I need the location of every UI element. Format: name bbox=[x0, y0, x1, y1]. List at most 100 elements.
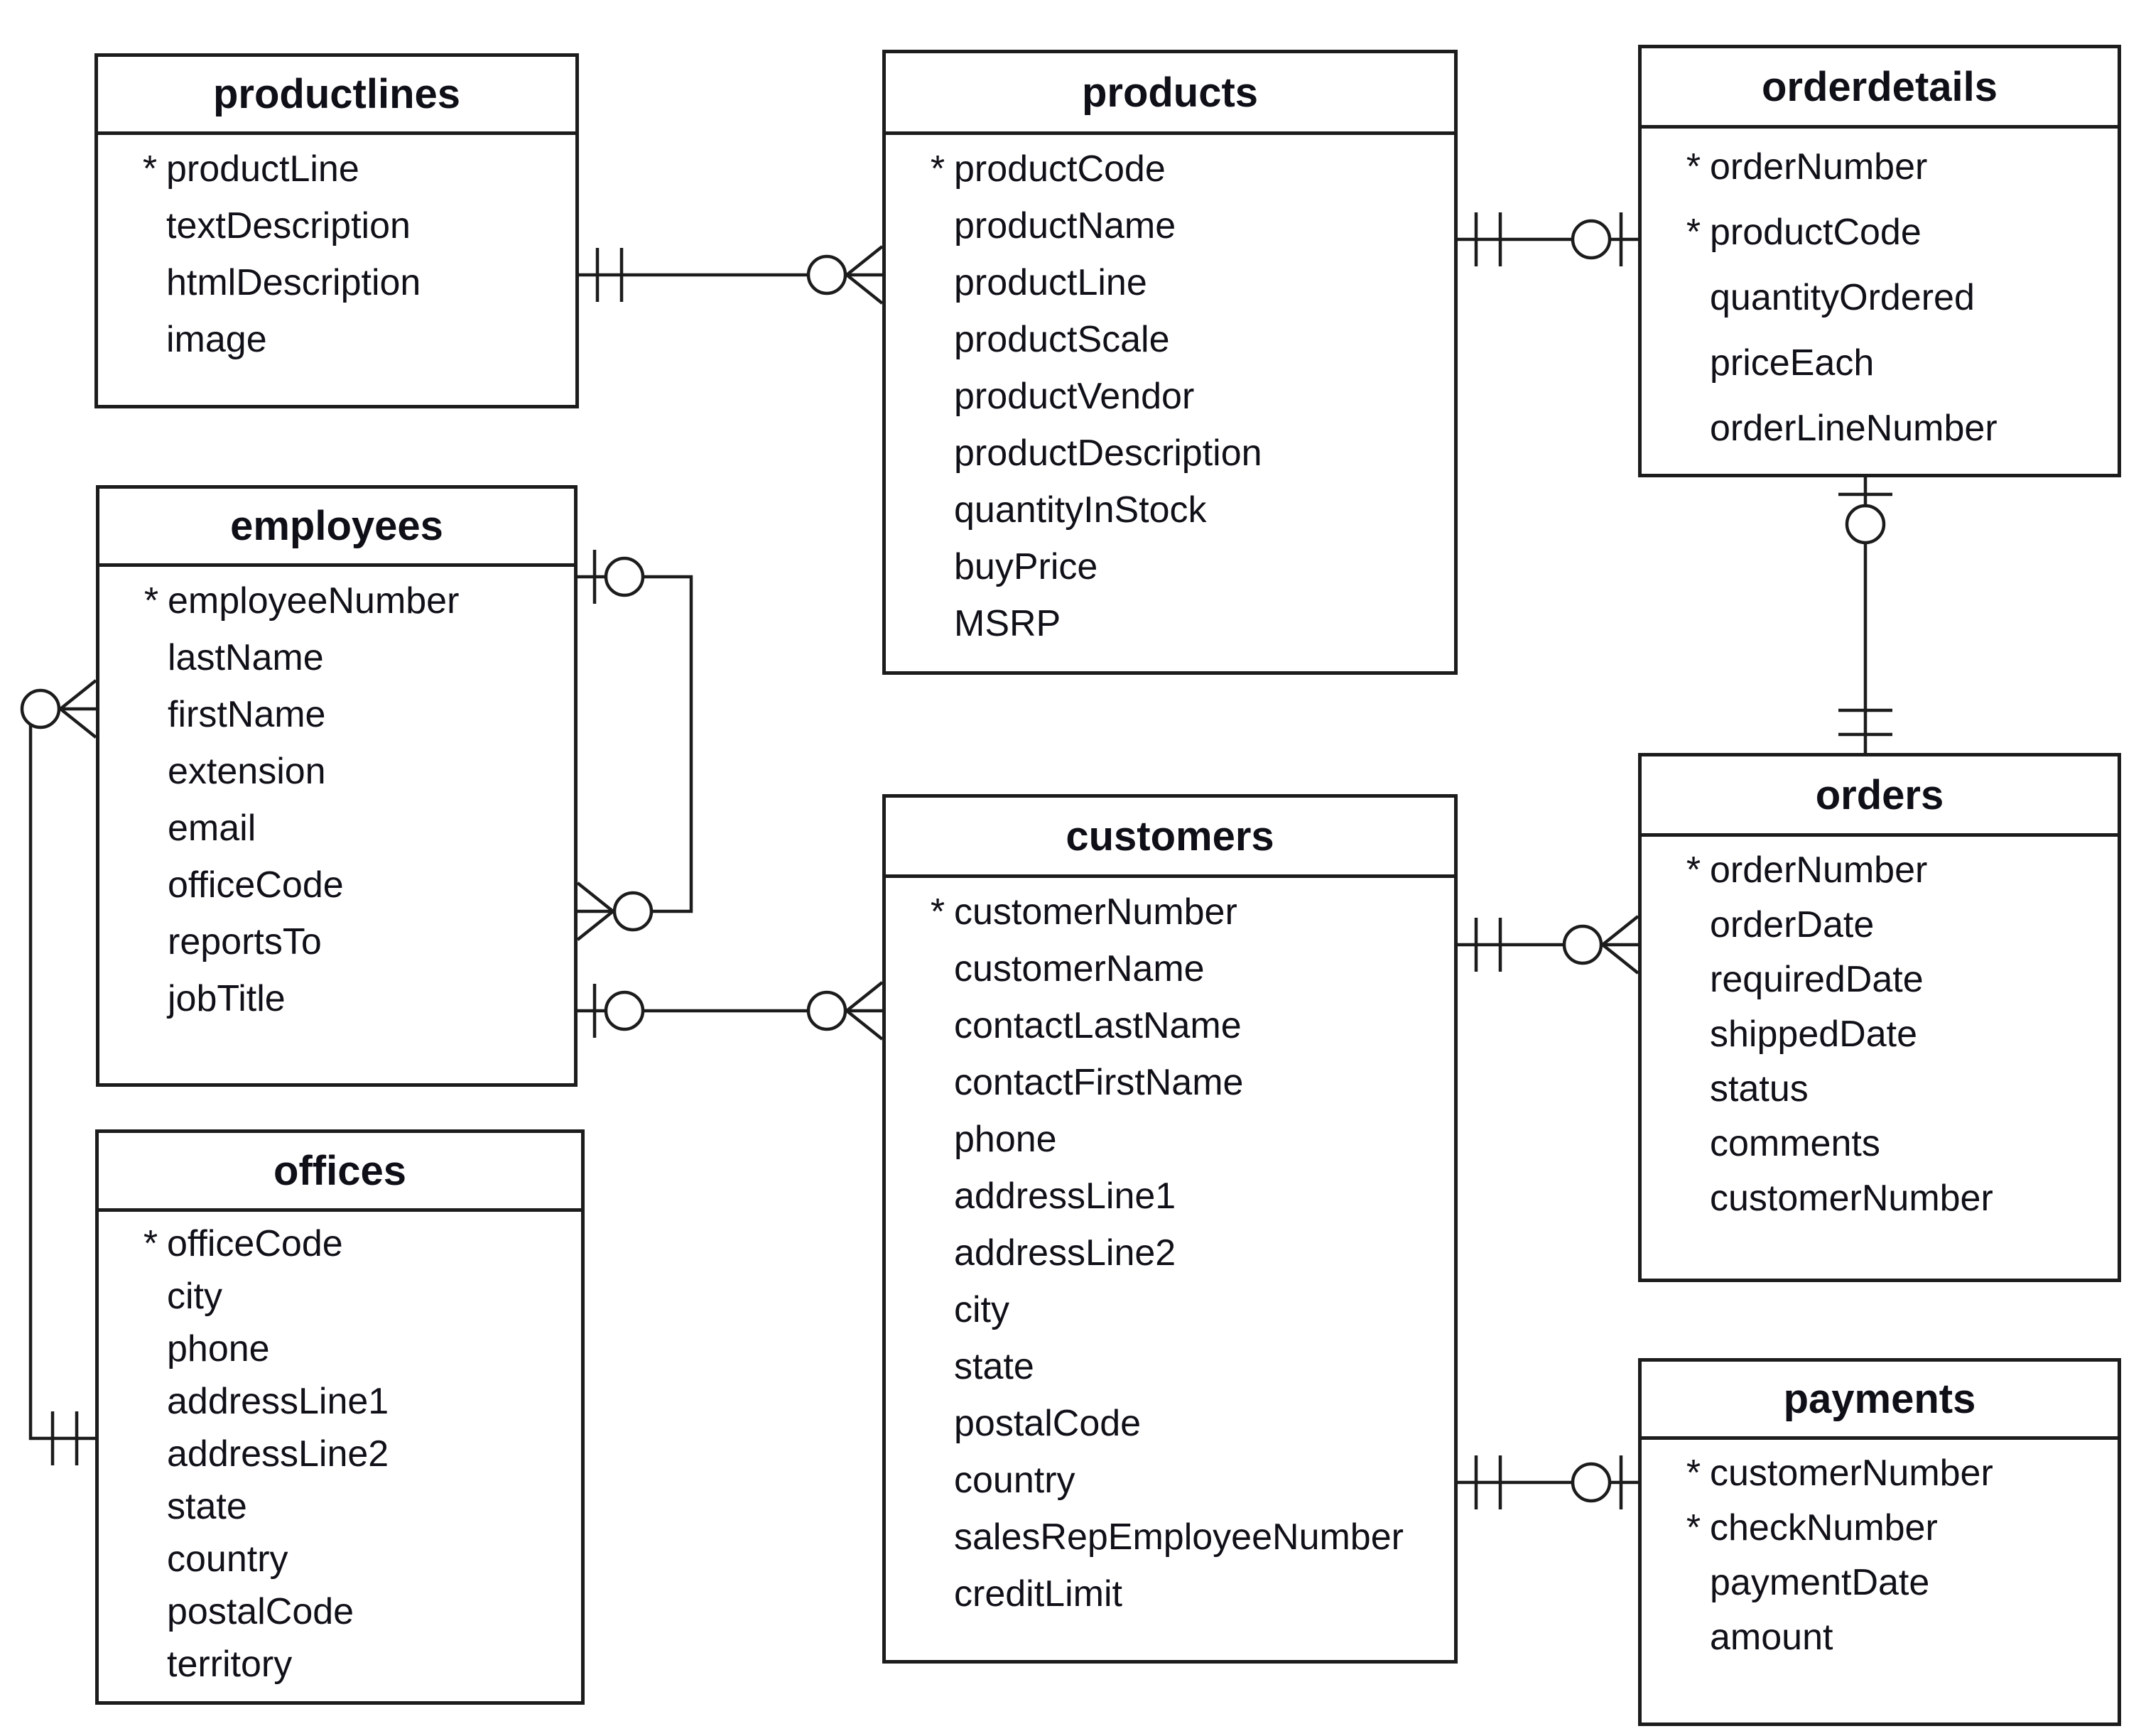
field-row: postalCode bbox=[99, 1585, 581, 1638]
field-name: contactLastName bbox=[954, 1005, 1242, 1046]
field-row: *officeCode bbox=[99, 1217, 581, 1270]
field-row: orderDate bbox=[1642, 897, 2118, 952]
primary-key-asterisk: * bbox=[1686, 1507, 1701, 1548]
field-name: shippedDate bbox=[1710, 1013, 1917, 1055]
field-row: priceEach bbox=[1642, 330, 2118, 396]
field-name: officeCode bbox=[167, 1223, 343, 1264]
field-name: city bbox=[954, 1289, 1009, 1330]
field-row: productDescription bbox=[886, 425, 1454, 482]
field-name: productName bbox=[954, 205, 1176, 246]
field-name: contactFirstName bbox=[954, 1062, 1244, 1103]
field-name: addressLine2 bbox=[954, 1232, 1176, 1274]
field-row: productName bbox=[886, 197, 1454, 254]
field-name: MSRP bbox=[954, 603, 1061, 644]
table-title: offices bbox=[99, 1133, 581, 1212]
field-name: quantityInStock bbox=[954, 489, 1207, 531]
field-row: reportsTo bbox=[99, 913, 574, 970]
field-row: country bbox=[886, 1452, 1454, 1509]
field-name: customerName bbox=[954, 948, 1205, 989]
field-row: phone bbox=[99, 1323, 581, 1375]
field-name: orderNumber bbox=[1710, 849, 1928, 891]
field-name: state bbox=[954, 1346, 1034, 1387]
field-name: postalCode bbox=[954, 1403, 1142, 1444]
field-name: paymentDate bbox=[1710, 1561, 1930, 1603]
field-name: productScale bbox=[954, 319, 1170, 360]
field-name: textDescription bbox=[166, 205, 411, 246]
field-row: officeCode bbox=[99, 857, 574, 913]
primary-key-asterisk: * bbox=[143, 580, 159, 622]
connector-orderdetails-orders bbox=[1838, 477, 1892, 753]
primary-key-asterisk: * bbox=[142, 148, 158, 190]
connector-employees-customers bbox=[578, 981, 884, 1041]
field-row: orderLineNumber bbox=[1642, 396, 2118, 461]
field-row: *orderNumber bbox=[1642, 842, 2118, 897]
field-name: productDescription bbox=[954, 433, 1262, 474]
primary-key-asterisk: * bbox=[1686, 146, 1701, 188]
field-row: comments bbox=[1642, 1116, 2118, 1171]
field-name: reportsTo bbox=[168, 921, 322, 962]
field-name: country bbox=[167, 1539, 288, 1580]
primary-key-asterisk: * bbox=[143, 1223, 158, 1264]
field-name: addressLine2 bbox=[167, 1433, 389, 1475]
field-row: jobTitle bbox=[99, 970, 574, 1027]
connector-productlines-products bbox=[579, 245, 884, 305]
field-name: lastName bbox=[168, 637, 324, 678]
field-row: *checkNumber bbox=[1642, 1500, 2118, 1555]
field-row: customerNumber bbox=[1642, 1171, 2118, 1225]
field-name: productCode bbox=[1710, 212, 1922, 253]
field-name: priceEach bbox=[1710, 342, 1875, 384]
field-name: orderDate bbox=[1710, 904, 1875, 945]
field-row: quantityInStock bbox=[886, 482, 1454, 538]
field-row: addressLine1 bbox=[99, 1375, 581, 1428]
field-row: amount bbox=[1642, 1610, 2118, 1664]
field-row: *employeeNumber bbox=[99, 573, 574, 629]
field-row: contactLastName bbox=[886, 997, 1454, 1054]
field-row: *productLine bbox=[98, 141, 575, 197]
field-name: image bbox=[166, 319, 267, 360]
field-row: *customerNumber bbox=[886, 884, 1454, 940]
field-name: orderLineNumber bbox=[1710, 408, 1998, 449]
connector-customers-orders bbox=[1458, 915, 1639, 975]
field-row: image bbox=[98, 311, 575, 368]
field-row: city bbox=[886, 1281, 1454, 1338]
primary-key-asterisk: * bbox=[1686, 1452, 1701, 1494]
table-title: productlines bbox=[98, 57, 575, 135]
table-title: products bbox=[886, 53, 1454, 135]
field-row: addressLine2 bbox=[99, 1428, 581, 1480]
field-row: MSRP bbox=[886, 595, 1454, 652]
field-name: productLine bbox=[954, 262, 1147, 303]
field-name: phone bbox=[167, 1328, 270, 1369]
connector-customers-payments bbox=[1458, 1455, 1638, 1509]
field-row: state bbox=[99, 1480, 581, 1533]
field-row: textDescription bbox=[98, 197, 575, 254]
field-row: postalCode bbox=[886, 1395, 1454, 1452]
field-name: employeeNumber bbox=[168, 580, 460, 622]
field-row: customerName bbox=[886, 940, 1454, 997]
field-row: productVendor bbox=[886, 368, 1454, 425]
field-name: checkNumber bbox=[1710, 1507, 1938, 1548]
field-name: addressLine1 bbox=[167, 1381, 389, 1422]
field-name: creditLimit bbox=[954, 1573, 1122, 1615]
field-row: salesRepEmployeeNumber bbox=[886, 1509, 1454, 1566]
field-row: state bbox=[886, 1338, 1454, 1395]
field-list: *customerNumber customerName contactLastNa… bbox=[886, 878, 1454, 1622]
field-name: extension bbox=[168, 751, 326, 792]
field-row: contactFirstName bbox=[886, 1054, 1454, 1111]
field-row: productLine bbox=[886, 254, 1454, 311]
field-row: city bbox=[99, 1270, 581, 1323]
field-row: status bbox=[1642, 1061, 2118, 1116]
field-name: country bbox=[954, 1460, 1075, 1501]
field-row: requiredDate bbox=[1642, 952, 2118, 1007]
connector-products-orderdetails bbox=[1458, 212, 1638, 266]
field-name: salesRepEmployeeNumber bbox=[954, 1517, 1404, 1558]
table-title: orderdetails bbox=[1642, 48, 2118, 129]
